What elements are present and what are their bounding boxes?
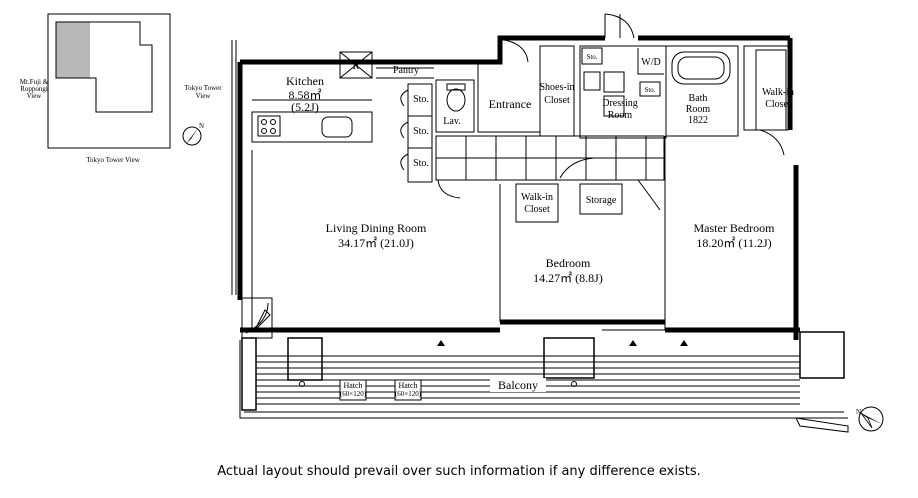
key-plan-right-label-1: Tokyo Tower	[184, 84, 222, 92]
cooktop-icon	[257, 115, 281, 137]
master-bedroom-area: 18.20㎡ (11.2J)	[696, 236, 771, 250]
storage-1-label: Sto.	[413, 94, 429, 105]
dressing-room-label-2: Room	[608, 110, 633, 121]
walkin-master-label-2: Closet	[765, 99, 791, 110]
living-room-area: 34.17㎡ (21.0J)	[338, 236, 414, 250]
left-wall-detail	[231, 40, 273, 339]
storage-top-label: Sto.	[586, 53, 597, 61]
bath-room-label-2: Room	[686, 104, 711, 115]
hatch-1-label-2: (60×120)	[340, 390, 367, 398]
refrigerator	[339, 51, 373, 79]
storage-column: Sto. Sto. Sto.	[400, 83, 433, 183]
dressing-room: Sto. W/D Sto. Dressing Room	[579, 13, 667, 139]
bedroom-name: Bedroom	[546, 256, 591, 270]
columns	[241, 331, 845, 411]
shoes-closet: Shoes-in Closet	[539, 45, 575, 137]
bath-room-label-1: Bath	[689, 93, 708, 104]
hatch-1-label-1: Hatch	[343, 381, 362, 390]
bedroom-area: 14.27㎡ (8.8J)	[533, 271, 603, 285]
hatch-2-label-2: (60×120)	[395, 390, 422, 398]
storage-3-label: Sto.	[413, 158, 429, 169]
toilet-icon	[446, 88, 466, 112]
key-plan-highlight	[56, 22, 90, 78]
storage-bed-label: Storage	[586, 195, 617, 206]
hatch-2-label-1: Hatch	[398, 381, 417, 390]
living-room-name: Living Dining Room	[326, 221, 427, 235]
balcony-label: Balcony	[498, 378, 538, 392]
key-plan-left-label-2: Roppongi	[20, 85, 48, 93]
walkin-bed-label-1: Walk-in	[521, 192, 553, 203]
washbasin-icon	[603, 71, 625, 93]
hallway	[435, 135, 665, 211]
entrance: Entrance	[477, 39, 540, 133]
walkin-master-label-1: Walk-in	[762, 87, 794, 98]
pantry-label: Pantry	[393, 65, 419, 76]
shoes-closet-label-2: Closet	[544, 95, 570, 106]
window-markers	[437, 329, 800, 346]
svg-text:N: N	[856, 408, 861, 416]
kitchen-jo: (5.2J)	[291, 100, 319, 114]
entrance-label: Entrance	[489, 97, 532, 111]
compass-icon: N	[856, 406, 884, 432]
key-plan-left-label-3: View	[27, 92, 43, 100]
walkin-bed-label-2: Closet	[524, 204, 550, 215]
key-plan-bottom-label: Tokyo Tower View	[86, 156, 141, 164]
washer-dryer-label: W/D	[641, 57, 660, 68]
svg-text:R: R	[353, 61, 360, 72]
lavatory: Lav.	[435, 79, 475, 133]
sink-icon	[321, 116, 353, 138]
dressing-room-label-1: Dressing	[602, 98, 638, 109]
svg-text:N: N	[199, 122, 204, 130]
balcony: Hatch (60×120) Hatch (60×120) Balcony	[239, 340, 849, 433]
storage-2-label: Sto.	[413, 126, 429, 137]
bath-room: Bath Room 1822	[665, 45, 739, 137]
key-plan-right-label-2: View	[196, 92, 212, 100]
walkin-closet-bedroom: Walk-in Closet Storage	[515, 183, 623, 223]
exterior-walls	[237, 35, 800, 340]
bath-room-label-3: 1822	[688, 115, 708, 126]
kitchen: R Kitchen 8.58㎡ (5.2J) Pantry	[251, 51, 434, 143]
key-plan: Mt.Fuji & Roppongi View Tokyo Tower View…	[20, 13, 222, 164]
kitchen-name: Kitchen	[286, 74, 324, 88]
key-plan-left-label-1: Mt.Fuji &	[20, 78, 49, 86]
storage-bath-label: Sto.	[644, 86, 655, 94]
kitchen-area: 8.58㎡	[288, 88, 321, 102]
master-bedroom-name: Master Bedroom	[694, 221, 776, 235]
lavatory-label: Lav.	[443, 116, 460, 127]
bathtub-icon	[671, 51, 731, 85]
interior-walls	[251, 136, 666, 330]
walkin-closet-master: Walk-in Closet	[743, 45, 794, 156]
shoes-closet-label-1: Shoes-in	[540, 82, 575, 93]
disclaimer-text: Actual layout should prevail over such i…	[217, 464, 701, 479]
key-plan-compass-icon: N	[182, 122, 204, 146]
